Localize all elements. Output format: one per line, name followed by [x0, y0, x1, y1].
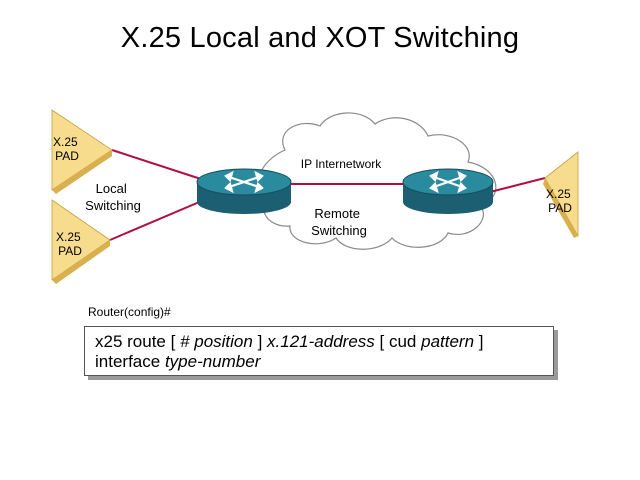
cmd-argument: # position [180, 332, 253, 351]
cmd-keyword: interface [95, 352, 161, 371]
pad-device-right [543, 151, 579, 238]
config-prompt: Router(config)# [88, 305, 171, 319]
cmd-keyword: ] [257, 332, 263, 351]
command-syntax-box: x25 route [ # position ] x.121-address [… [84, 326, 554, 376]
local-switching-label: Local Switching [85, 181, 141, 213]
page-title: X.25 Local and XOT Switching [120, 22, 520, 54]
router-left [196, 168, 292, 214]
link-pad-bottom-router [109, 199, 205, 241]
cmd-argument: pattern [421, 332, 475, 351]
command-line-2: interface type-number [95, 352, 543, 372]
links [109, 149, 546, 241]
ip-internetwork-label: IP Internetwork [301, 157, 382, 171]
pad-right-label: X.25 PAD [546, 187, 574, 215]
command-line-1: x25 route [ # position ] x.121-address [… [95, 332, 543, 352]
router-arrows-icon [224, 170, 264, 194]
ip-internetwork-cloud [258, 112, 497, 250]
pad-bottom-label: X.25 PAD [56, 230, 84, 258]
router-right [402, 168, 494, 214]
cmd-argument: type-number [164, 352, 261, 371]
pad-top-label: X.25 PAD [53, 135, 81, 163]
pad-device-top [51, 109, 113, 194]
cmd-argument: x.121-address [267, 332, 375, 351]
link-pad-top-router [111, 149, 205, 181]
link-router-pad-right [489, 177, 546, 193]
cmd-keyword: ] [478, 332, 484, 351]
cmd-keyword: [ cud [379, 332, 417, 351]
pad-device-bottom [51, 199, 111, 284]
remote-switching-label: Remote Switching [311, 206, 367, 238]
router-arrows-icon [429, 170, 467, 194]
cmd-keyword: x25 route [ [95, 332, 176, 351]
